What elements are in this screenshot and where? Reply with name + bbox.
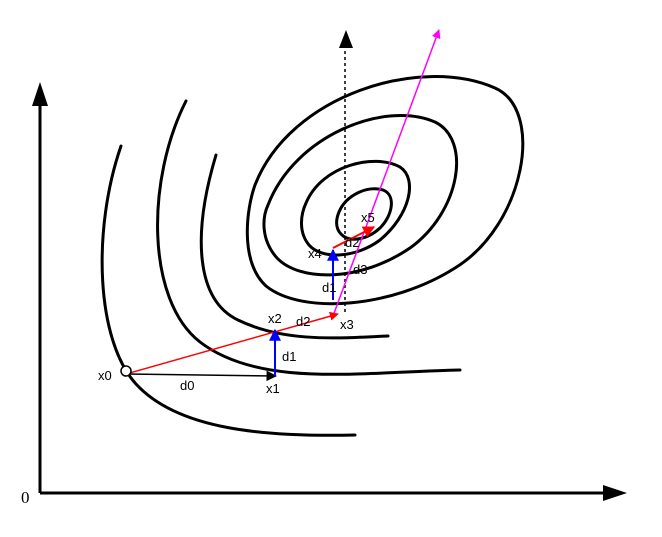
label-d1-second: d1 [322, 280, 336, 295]
axes: 0 [21, 82, 627, 507]
label-x3: x3 [340, 317, 354, 332]
y-axis-arrowhead [32, 82, 48, 106]
label-d1-first: d1 [282, 349, 296, 364]
contour-line-outer-1 [100, 144, 357, 437]
label-x5: x5 [361, 210, 375, 225]
point-labels: x0 x1 x2 x3 x4 x5 [98, 210, 375, 396]
contour-ellipse-2 [262, 113, 458, 277]
direction-labels: d0 d1 d2 d1 d3 d2 [180, 235, 367, 393]
pattern-move-x0-x3 [125, 311, 339, 375]
origin-label: 0 [21, 488, 30, 507]
x-axis-arrowhead [603, 485, 627, 501]
contour-lines [100, 75, 525, 437]
label-d3: d3 [353, 262, 367, 277]
label-x2: x2 [268, 311, 282, 326]
label-x0: x0 [98, 368, 112, 383]
dashed-line-arrowhead [339, 30, 353, 48]
label-d2-second: d2 [345, 235, 359, 250]
contour-ellipse-3 [300, 159, 411, 257]
label-d2-first: d2 [296, 314, 310, 329]
magenta-search-line [332, 29, 441, 317]
label-x1: x1 [266, 381, 280, 396]
label-x4: x4 [308, 246, 322, 261]
contour-ellipse-4 [335, 187, 393, 241]
contour-ellipse-1 [245, 75, 525, 306]
start-point-marker [120, 365, 132, 377]
contour-line-outer-2 [156, 99, 462, 376]
label-d0: d0 [180, 378, 194, 393]
d0-arrow [125, 370, 278, 382]
contour-line-outer-3 [199, 153, 390, 340]
pattern-move-x4-x5 [332, 226, 376, 249]
